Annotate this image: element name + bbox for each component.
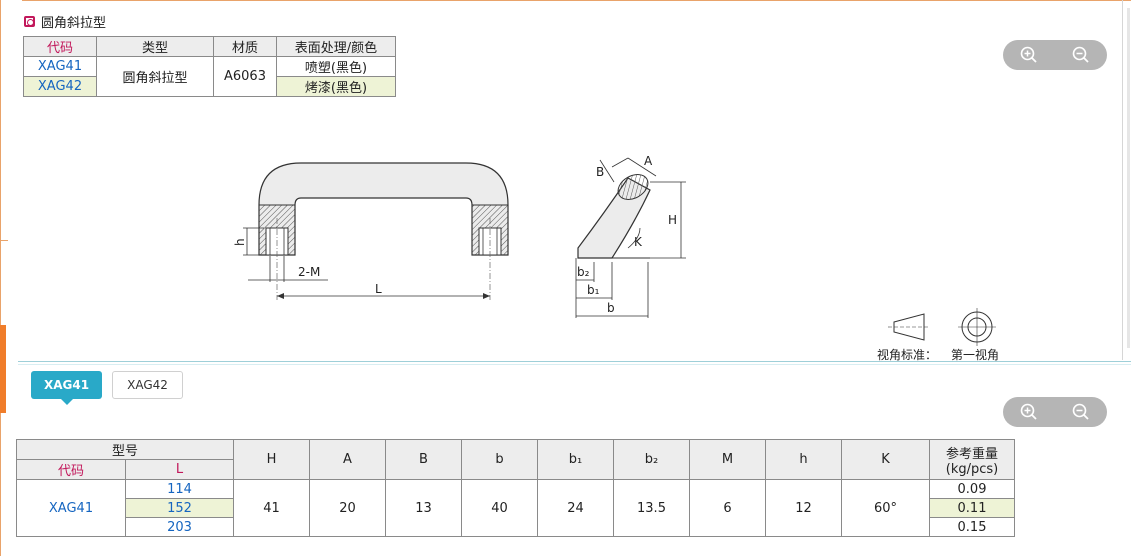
zoom-in-icon [1020,403,1037,420]
tab-xag42[interactable]: XAG42 [112,371,183,399]
header-col-k: K [841,439,930,480]
length-cell: 114 [125,479,234,499]
header-col-b1: b₁ [537,439,614,480]
dim-label-l: L [375,282,382,296]
projection-caption-view: 第一视角 [951,347,999,362]
weight-cell: 0.09 [929,479,1015,499]
zoom-in-icon [1020,46,1037,63]
dim-label-b2: b₂ [577,265,590,279]
zoom-controls-bottom [1003,397,1107,427]
header-weight-line2: (kg/pcs) [945,461,999,477]
dim-label-b-upper: B [596,165,604,179]
vertical-scrollbar[interactable] [1127,8,1130,348]
dimensions-table: 型号 H A B b b₁ b₂ M h K 参考重量 (kg/pcs) 代码 … [16,439,1015,537]
handle-side-view [575,157,686,318]
header-col-h: h [765,439,842,480]
spec-header-finish: 表面处理/颜色 [276,36,396,57]
value-b-upper: 13 [385,479,462,537]
header-col-a: A [309,439,386,480]
length-cell: 152 [125,498,234,518]
dim-label-k: K [634,235,643,249]
zoom-out-button[interactable] [1069,400,1093,424]
table-row: XAG41 114 41 20 13 40 24 13.5 6 12 60° 0… [16,479,1015,537]
header-col-h-upper: H [233,439,310,480]
dim-label-b: b [607,301,615,315]
header-length: L [125,459,234,480]
header-weight-line1: 参考重量 [945,446,998,462]
value-m: 6 [689,479,766,537]
projection-caption: 视角标准： [877,347,937,362]
value-h: 12 [765,479,842,537]
table-row: 203 0.15 [17,517,1015,537]
frame-top-border [22,0,1131,1]
dim-label-a: A [644,154,653,168]
spec-header-code: 代码 [23,36,97,57]
tab-label: XAG42 [127,378,168,392]
header-model: 型号 [16,439,234,460]
value-k: 60° [841,479,930,537]
code-cell: XAG41 [16,479,126,537]
section-divider [18,361,1131,362]
header-weight: 参考重量 (kg/pcs) [929,439,1015,480]
left-tick [0,240,8,241]
value-b2: 13.5 [613,479,690,537]
spec-material-cell: A6063 [213,56,277,97]
section-title-text: 圆角斜拉型 [41,16,107,31]
zoom-controls-top [1003,40,1107,70]
spec-table: 代码 类型 材质 表面处理/颜色 XAG41 圆角斜拉型 A6063 喷塑(黑色… [23,36,396,97]
handle-front-view [243,162,509,300]
zoom-in-button[interactable] [1017,400,1041,424]
projection-symbol [888,308,996,346]
header-col-b: b [461,439,538,480]
value-b1: 24 [537,479,614,537]
header-code: 代码 [16,459,126,480]
value-b: 40 [461,479,538,537]
technical-drawing: h 2-M L A B H K b₂ b₁ b 视 [233,154,999,362]
spec-type-cell: 圆角斜拉型 [96,56,214,97]
dim-label-2m: 2-M [298,265,320,279]
dim-label-b1: b₁ [587,283,600,297]
weight-cell: 0.11 [929,498,1015,518]
zoom-out-button[interactable] [1069,43,1093,67]
table-row: 152 0.11 [17,498,1015,518]
left-accent-bar [0,325,6,413]
spec-code-cell: XAG42 [23,76,97,97]
spec-header-type: 类型 [96,36,214,57]
spec-finish-cell: 烤漆(黑色) [276,76,396,97]
zoom-in-button[interactable] [1017,43,1041,67]
length-cell: 203 [125,517,234,537]
section-marker-icon [24,16,35,27]
header-col-m: M [689,439,766,480]
tab-label: XAG41 [43,378,90,392]
weight-cell: 0.15 [929,517,1015,537]
section-title: 圆角斜拉型 [24,12,106,31]
tab-xag41[interactable]: XAG41 [31,371,102,405]
right-divider [1122,0,1123,360]
header-col-b-upper: B [385,439,462,480]
frame-left-border [0,0,1,556]
section-divider-shadow [18,364,1131,365]
dim-label-hh: H [668,213,677,227]
zoom-out-icon [1072,403,1089,420]
dim-label-h: h [233,238,247,246]
value-a: 20 [309,479,386,537]
value-h-upper: 41 [233,479,310,537]
zoom-out-icon [1072,46,1089,63]
header-col-b2: b₂ [613,439,690,480]
